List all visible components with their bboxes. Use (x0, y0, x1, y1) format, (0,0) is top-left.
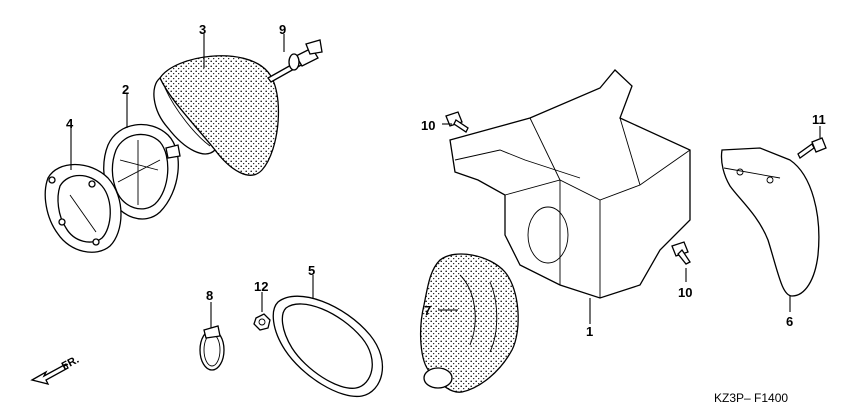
callout-8: 8 (206, 288, 213, 303)
callout-9: 9 (279, 22, 286, 37)
callout-4: 4 (66, 116, 74, 131)
bolt-10-upper (445, 111, 469, 133)
bolt-10-lower (671, 241, 691, 265)
bolt-11 (797, 137, 827, 159)
gasket (272, 295, 384, 398)
direction-label: FR. (60, 354, 81, 373)
air-cleaner-case (449, 69, 691, 299)
callout-10-upper: 10 (421, 118, 435, 133)
callout-5: 5 (308, 263, 315, 278)
filter-holder (103, 123, 181, 220)
front-direction-arrow: FR. (30, 354, 81, 385)
callout-7: 7 (424, 303, 431, 318)
wing-bolt (267, 39, 323, 83)
callout-6: 6 (786, 314, 793, 329)
callout-3: 3 (199, 22, 206, 37)
mounting-plate (44, 164, 122, 253)
callout-2: 2 (122, 82, 129, 97)
callout-12: 12 (254, 279, 268, 294)
callout-1: 1 (586, 324, 593, 339)
nut (253, 313, 271, 331)
drawing-code: KZ3P– F1400 (714, 391, 788, 405)
connecting-tube (420, 253, 519, 393)
air-filter-element (153, 55, 280, 176)
callout-10-lower: 10 (678, 285, 692, 300)
leader-lines (70, 34, 821, 328)
callout-11: 11 (812, 112, 826, 127)
side-cover (720, 147, 820, 297)
hose-clamp (199, 325, 225, 371)
